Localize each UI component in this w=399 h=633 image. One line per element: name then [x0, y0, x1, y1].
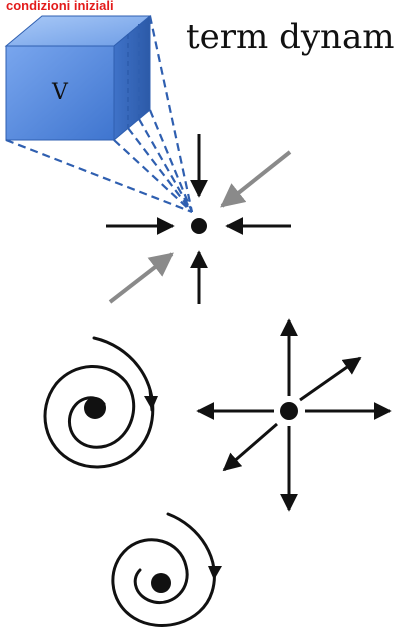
cube-icon — [6, 16, 150, 140]
cube-label: V — [51, 80, 69, 105]
source-fixed-point-icon — [198, 320, 390, 510]
page-title: term dynam — [186, 17, 394, 57]
initial-conditions-label: condizioni iniziali — [6, 0, 114, 13]
spiral-attractor-icon — [45, 338, 158, 467]
spiral-attractor-icon-2 — [113, 514, 222, 626]
